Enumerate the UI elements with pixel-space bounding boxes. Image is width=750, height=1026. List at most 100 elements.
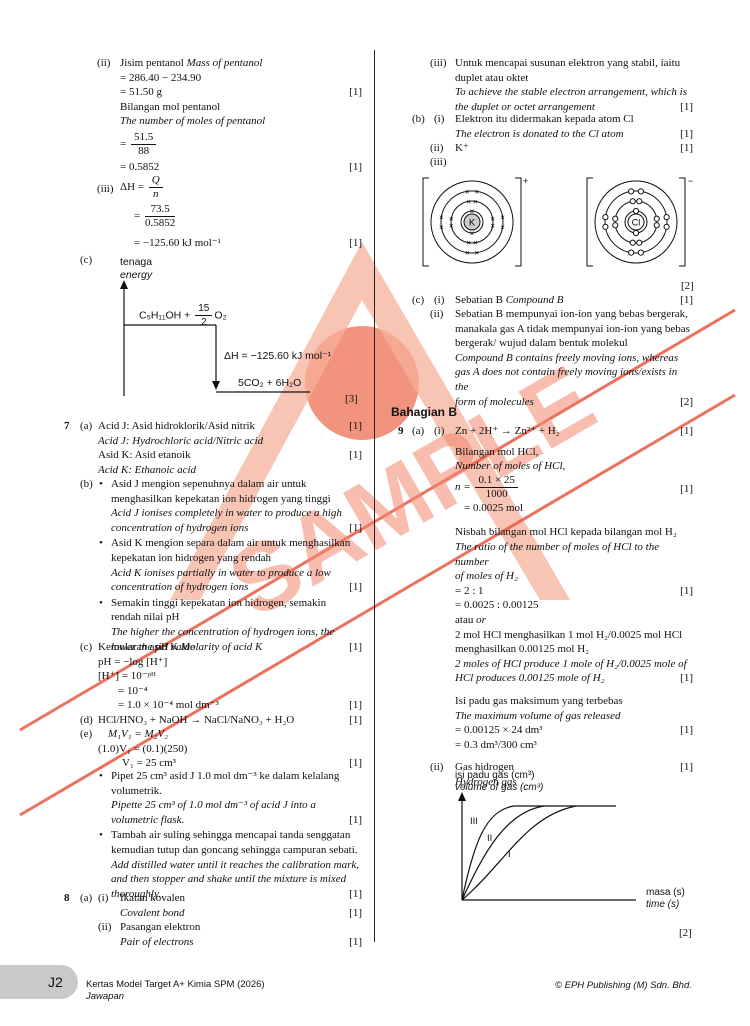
potassium-ion: K××××××××××××××××××: [430, 180, 514, 264]
list-item: Tambah air suling sehingga mencapai tand…: [99, 828, 362, 901]
rc-i-label: (i): [434, 294, 445, 306]
q7a-label: (a): [80, 420, 93, 432]
electron: ×: [439, 213, 444, 222]
q7e-block: M₁V₁ = M₂V₂ (1.0)V₁ = (0.1)(250) V₁ = 25…: [98, 728, 362, 770]
q8-number: 8: [64, 892, 70, 904]
electron: ×: [449, 215, 454, 224]
electron: [632, 207, 640, 215]
q6-ii-block: Jisim pentanol Mass of pentanol = 286.40…: [120, 56, 362, 175]
electron: [629, 239, 636, 246]
electron-shell: [460, 210, 484, 234]
electron-shell: [440, 190, 504, 254]
page-number-tab: [0, 965, 78, 999]
products-label: 5CO₂ + 6H₂O: [238, 377, 302, 389]
q7c-block: Kemolaran asid K Molarity of acid K pH =…: [98, 641, 362, 712]
electron: [653, 222, 660, 229]
delta-h-label: ΔH = −125.60 kJ mol⁻¹: [224, 350, 332, 362]
q7e-bullets: Pipet 25 cm³ asid J 1.0 mol dm⁻³ ke dala…: [99, 769, 362, 901]
electron: ×: [466, 239, 471, 248]
q8a-i-block: Ikatan kovalen Covalent bond[1]: [120, 892, 362, 919]
q7b-block: Asid J mengion sepenuhnya dalam air untu…: [99, 477, 362, 654]
graph-y-label: isi padu gas (cm³) volume of gas (cm³): [455, 770, 544, 793]
electron: ×: [439, 223, 444, 232]
electron-shell: [450, 200, 494, 244]
line: Bilangan mol pentanol: [120, 100, 221, 113]
electron: ×: [490, 221, 495, 230]
electron: [602, 214, 609, 221]
q7d-block: HCl/HNO₃ + NaOH → NaCl/NaNO₃ + H₂O[1]: [98, 714, 362, 726]
q7b-label: (b): [80, 478, 93, 490]
curve-III: [461, 805, 616, 901]
q9a-ii-label: (ii): [430, 761, 444, 773]
bracket-left: [422, 177, 429, 267]
electron-shell: [614, 200, 658, 244]
electron: ×: [500, 213, 505, 222]
electron: [628, 188, 635, 195]
page-number: J2: [48, 974, 63, 990]
electron: [612, 222, 619, 229]
q6-iii-label: (iii): [97, 183, 114, 195]
line: The number of moles of pentanol: [120, 115, 266, 128]
mark: [3]: [345, 393, 358, 405]
k-charge: +: [523, 176, 529, 186]
electron: [636, 239, 643, 246]
electron: ×: [500, 223, 505, 232]
rc-ii-label: (ii): [430, 308, 444, 320]
bracket-left: [586, 177, 593, 267]
nucleus-label: Cl: [632, 218, 641, 228]
mark: [2]: [679, 927, 692, 939]
electron: [637, 249, 644, 256]
book-title: Kertas Model Target A+ Kimia SPM (2026) …: [86, 979, 265, 1002]
electron: ×: [465, 187, 470, 196]
q8a-label: (a): [80, 892, 93, 904]
electron: [612, 215, 619, 222]
gas-volume-graph: [458, 792, 636, 901]
q7-number: 7: [64, 420, 70, 432]
electron: ×: [449, 221, 454, 230]
electron-shell: [430, 180, 514, 264]
r-iii-block: Untuk mencapai susunan elektron yang sta…: [455, 57, 693, 113]
electron: ×: [473, 197, 478, 206]
curve-II: [461, 805, 545, 901]
electron-shell: [594, 180, 678, 264]
q7c-label: (c): [80, 641, 93, 653]
curve-label-i: I: [508, 849, 511, 860]
graph-x-label: masa (s) time (s): [646, 887, 685, 910]
rc-ii-block: Sebatian B mempunyai ion-ion yang bebas …: [455, 308, 693, 408]
nucleus-label: K: [469, 218, 475, 228]
energy-axis-label: tenaga energy: [120, 256, 153, 281]
curve-label-ii: II: [487, 833, 493, 844]
axis-arrow-icon: [120, 280, 128, 289]
energy-level-diagram: [120, 280, 310, 396]
rb-ii-label: (ii): [430, 142, 444, 154]
q9-number: 9: [398, 425, 404, 437]
list-item: Pipet 25 cm³ asid J 1.0 mol dm⁻³ ke dala…: [99, 769, 362, 827]
electron: ×: [475, 187, 480, 196]
q8a-i-label: (i): [98, 892, 109, 904]
electron: [636, 198, 643, 205]
down-arrow-icon: [212, 381, 220, 390]
electron: ×: [475, 249, 480, 258]
list-item: Asid K mengion separa dalam air untuk me…: [99, 536, 362, 594]
bracket-right: [515, 177, 522, 267]
electron: [653, 215, 660, 222]
q6-ii-label: (ii): [97, 57, 111, 69]
electron: ×: [470, 229, 475, 238]
rb-iii-label: (iii): [430, 156, 447, 168]
publisher: © EPH Publishing (M) Sdn. Bhd.: [555, 980, 692, 991]
electron: [602, 223, 609, 230]
q7a-block: Acid J: Asid hidroklorik/Asid nitrik[1] …: [98, 420, 362, 476]
list-item: Asid J mengion sepenuhnya dalam air untu…: [99, 477, 362, 535]
ion-diagrams: K×××××××××××××××××× Cl: [422, 177, 686, 267]
mark: [2]: [681, 280, 694, 292]
section-heading: Bahagian B: [391, 405, 458, 419]
rc-i-block: Sebatian B Compound B[1]: [455, 294, 693, 306]
electron: ×: [466, 197, 471, 206]
nucleus: [463, 213, 481, 231]
r-iii-label: (iii): [430, 57, 447, 69]
electron-shell: [604, 190, 668, 254]
q9a-label: (a): [412, 425, 425, 437]
